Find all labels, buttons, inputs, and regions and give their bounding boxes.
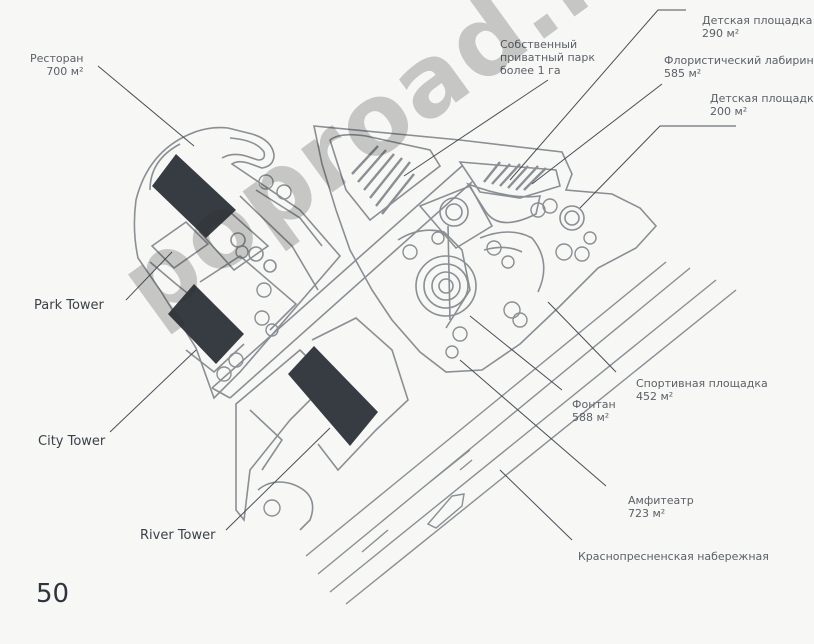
label-kids-playground-2: Детская площадка 200 м² bbox=[710, 92, 814, 118]
city-tower-building bbox=[168, 284, 244, 364]
label-fountain: Фонтан 588 м² bbox=[572, 398, 616, 424]
label-kids-playground-1-name: Детская площадка bbox=[702, 14, 813, 27]
leader-private-park bbox=[403, 79, 549, 177]
label-city-tower-text: City Tower bbox=[38, 434, 106, 449]
leader-kids-1 bbox=[509, 9, 686, 181]
label-amphitheater-area: 723 м² bbox=[628, 507, 666, 520]
label-sports-ground: Спортивная площадка 452 м² bbox=[636, 377, 768, 403]
label-private-park: Собственный приватный парк более 1 га bbox=[500, 38, 595, 77]
label-embankment-text: Краснопресненская набережная bbox=[578, 550, 769, 563]
leader-sports bbox=[547, 301, 617, 373]
private-park-outline bbox=[312, 125, 658, 373]
label-floral-labyrinth: Флористический лабиринт 585 м² bbox=[664, 54, 814, 80]
lower-block-outline bbox=[235, 317, 409, 531]
label-park-tower: Park Tower bbox=[34, 298, 104, 313]
leader-lines bbox=[97, 9, 736, 541]
label-river-tower-text: River Tower bbox=[140, 528, 216, 543]
label-river-tower: River Tower bbox=[140, 528, 215, 543]
label-sports-ground-name: Спортивная площадка bbox=[636, 377, 768, 390]
label-private-park-line1: Собственный bbox=[500, 38, 578, 51]
leader-river-tower bbox=[225, 427, 331, 531]
page-number: 50 bbox=[36, 579, 70, 609]
leader-kids-2 bbox=[579, 125, 736, 209]
label-private-park-line3: более 1 га bbox=[500, 64, 561, 77]
label-private-park-line2: приватный парк bbox=[500, 51, 596, 64]
label-kids-playground-2-area: 200 м² bbox=[710, 105, 748, 118]
leader-floral bbox=[531, 83, 663, 185]
label-restaurant-name: Ресторан bbox=[30, 52, 84, 65]
label-floral-labyrinth-area: 585 м² bbox=[664, 67, 702, 80]
leader-fountain bbox=[469, 315, 563, 391]
embankment-roads bbox=[305, 261, 737, 605]
label-amphitheater-name: Амфитеатр bbox=[628, 494, 694, 507]
park-tower-building bbox=[152, 154, 236, 238]
label-kids-playground-1: Детская площадка 290 м² bbox=[702, 14, 812, 40]
label-fountain-name: Фонтан bbox=[572, 398, 616, 411]
tower-buildings bbox=[152, 154, 378, 446]
leader-amphitheater bbox=[459, 359, 607, 487]
label-restaurant: Ресторан 700 м² bbox=[30, 52, 84, 78]
leader-park-tower bbox=[125, 251, 173, 301]
trees bbox=[216, 174, 597, 517]
river-tower-building bbox=[288, 346, 378, 446]
label-kids-playground-1-area: 290 м² bbox=[702, 27, 740, 40]
leader-restaurant bbox=[97, 65, 195, 147]
leader-embankment bbox=[499, 469, 573, 541]
label-fountain-area: 588 м² bbox=[572, 411, 610, 424]
label-floral-labyrinth-name: Флористический лабиринт bbox=[664, 54, 814, 67]
label-sports-ground-area: 452 м² bbox=[636, 390, 674, 403]
label-park-tower-text: Park Tower bbox=[34, 298, 104, 313]
hatched-areas bbox=[351, 145, 547, 215]
label-restaurant-area: 700 м² bbox=[46, 65, 84, 78]
central-avenue bbox=[211, 165, 473, 399]
label-embankment: Краснопресненская набережная bbox=[578, 550, 769, 563]
label-city-tower: City Tower bbox=[38, 434, 105, 449]
label-kids-playground-2-name: Детская площадка bbox=[710, 92, 814, 105]
label-amphitheater: Амфитеатр 723 м² bbox=[628, 494, 694, 520]
leader-city-tower bbox=[109, 349, 197, 433]
